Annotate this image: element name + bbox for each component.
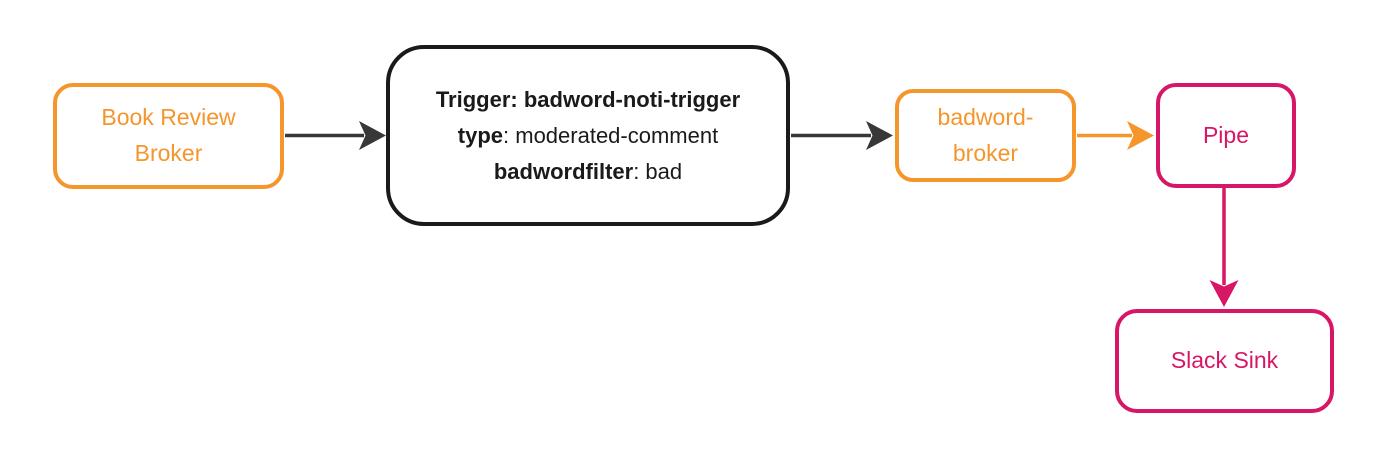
node-trigger: Trigger: badword-noti-trigger type: mode… <box>386 45 790 226</box>
edge-pipe-to-slack-sink <box>1209 188 1239 307</box>
edge-badword-broker-to-pipe <box>1077 121 1154 150</box>
trigger-line-1: Trigger: badword-noti-trigger <box>435 86 741 112</box>
edge-trigger-to-badword-broker <box>791 121 893 150</box>
edge-book-review-broker-to-trigger <box>285 121 386 150</box>
trigger-line-2: type: moderated-comment <box>457 122 719 148</box>
node-label: Pipe <box>1202 121 1250 148</box>
node-pipe: Pipe <box>1156 83 1296 188</box>
node-label: Slack Sink <box>1170 347 1279 374</box>
node-label: badword-broker <box>937 103 1034 166</box>
trigger-line-3: badwordfilter: bad <box>493 158 683 184</box>
node-label: Book Review Broker <box>101 104 236 166</box>
node-badword-broker: badword-broker <box>895 89 1076 182</box>
node-book-review-broker: Book Review Broker <box>53 83 284 189</box>
node-slack-sink: Slack Sink <box>1115 309 1334 413</box>
